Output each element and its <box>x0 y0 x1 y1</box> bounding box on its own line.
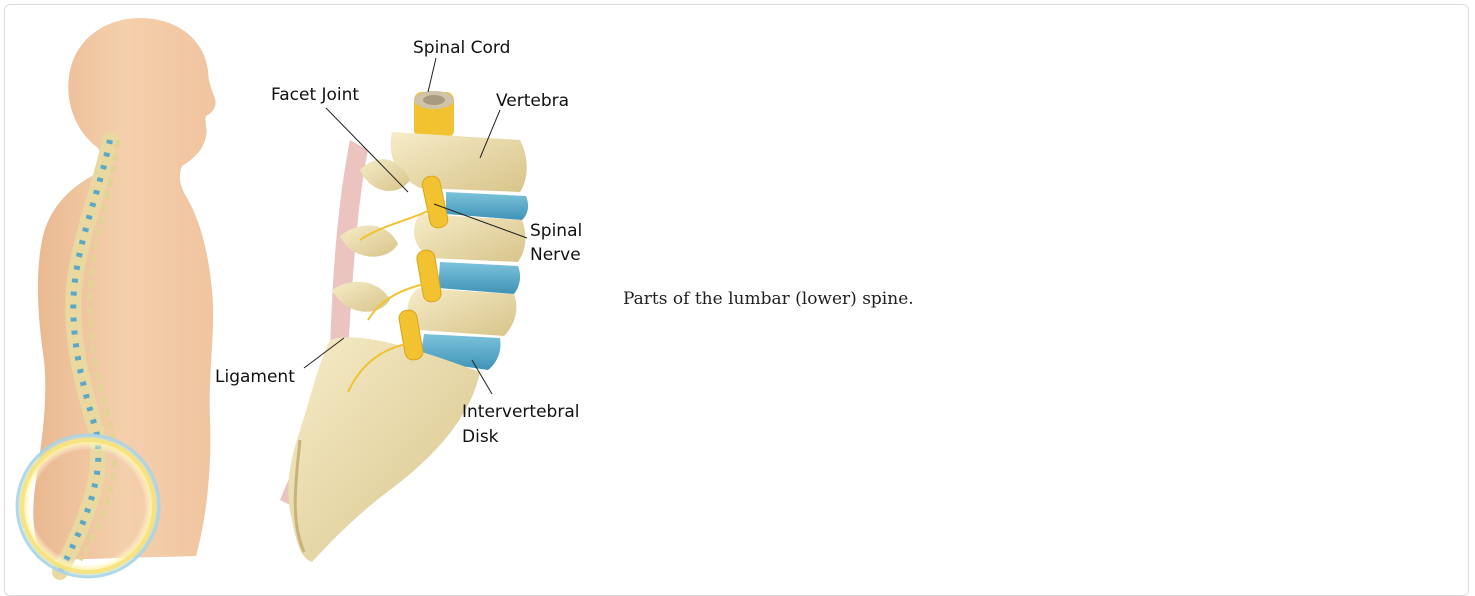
label-vertebra: Vertebra <box>496 91 569 111</box>
label-spinal-nerve-line2: Nerve <box>530 245 581 265</box>
label-intervertebral-disk-line2: Disk <box>462 427 499 447</box>
anatomy-svg: Spinal Cord Facet Joint Vertebra Spinal … <box>0 0 600 591</box>
label-spinal-cord: Spinal Cord <box>413 38 510 58</box>
label-intervertebral-disk-line1: Intervertebral <box>462 402 579 422</box>
figure-caption: Parts of the lumbar (lower) spine. <box>623 289 914 309</box>
label-spinal-nerve-line1: Spinal <box>530 221 582 241</box>
label-ligament: Ligament <box>215 367 295 387</box>
lumbar-highlight-ring <box>16 434 160 578</box>
vertebrae-stack <box>288 91 528 562</box>
label-facet-joint: Facet Joint <box>271 85 359 105</box>
lumbar-spine-illustration: Spinal Cord Facet Joint Vertebra Spinal … <box>0 0 600 591</box>
